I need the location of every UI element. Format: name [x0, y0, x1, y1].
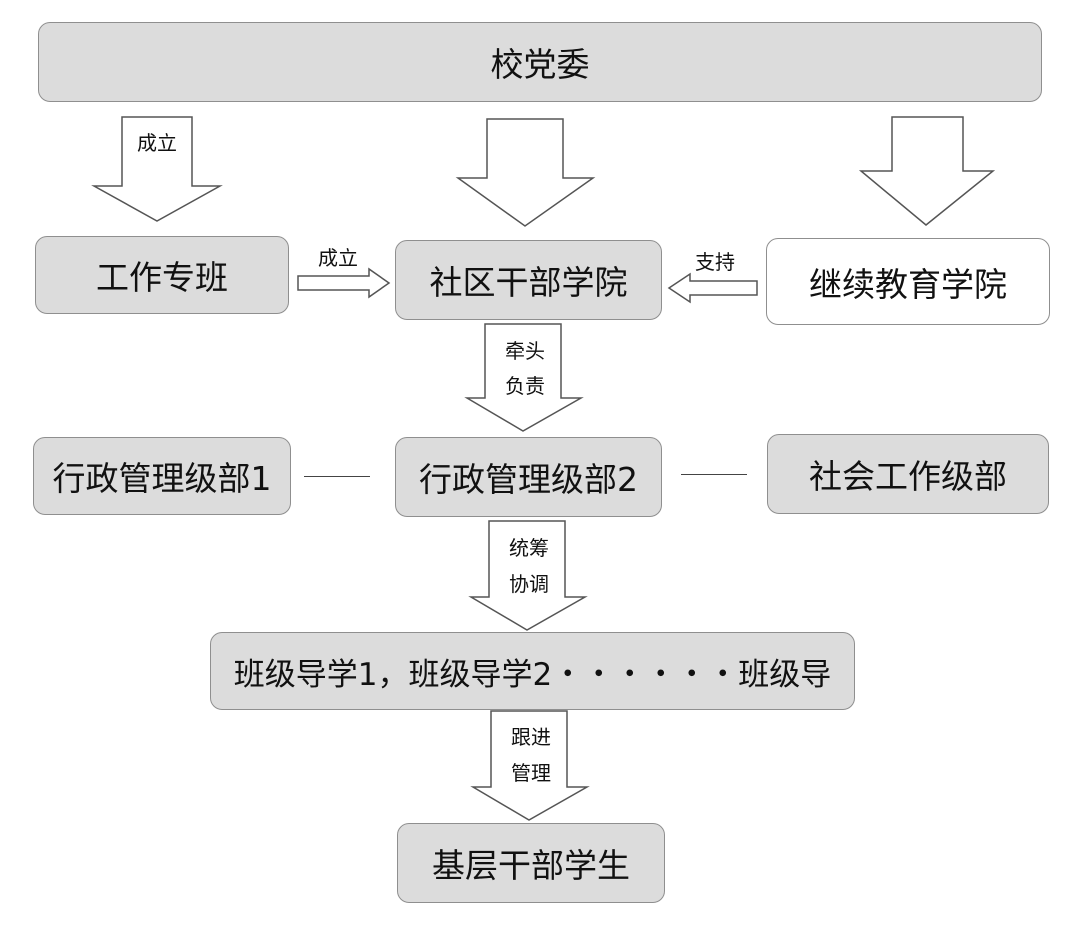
left-arrow-support — [667, 272, 758, 304]
continuing-education-college-box: 继续教育学院 — [766, 238, 1050, 325]
community-cadre-college-label: 社区干部学院 — [429, 263, 628, 302]
down-arrow-follow-up — [470, 710, 590, 821]
social-work-dept-box: 社会工作级部 — [767, 434, 1049, 514]
down-arrow-to-community-college — [455, 118, 596, 227]
edge-label-lead-responsible-1: 牵头 — [505, 339, 545, 363]
admin-dept-2-box: 行政管理级部2 — [395, 437, 662, 517]
class-tutors-box: 班级导学1，班级导学2・・・・・・班级导 — [210, 632, 855, 710]
edge-label-establish-college: 成立 — [318, 246, 358, 270]
edge-label-follow-up-2: 管理 — [511, 761, 551, 785]
edge-label-follow-up-1: 跟进 — [511, 725, 551, 749]
party-committee-label: 校党委 — [490, 45, 590, 84]
grassroots-students-label: 基层干部学生 — [432, 846, 630, 885]
down-arrow-coordinate — [468, 520, 588, 631]
down-arrow-to-continuing-education — [858, 116, 996, 226]
right-arrow-establish-college — [297, 267, 391, 299]
down-arrow-lead-responsible — [464, 323, 584, 432]
grassroots-students-box: 基层干部学生 — [397, 823, 665, 903]
class-tutors-label: 班级导学1，班级导学2・・・・・・班级导 — [233, 656, 832, 693]
edge-label-coordinate-2: 协调 — [509, 572, 549, 596]
social-work-dept-label: 社会工作级部 — [809, 457, 1007, 496]
edge-label-support: 支持 — [695, 250, 735, 274]
party-committee-box: 校党委 — [38, 22, 1042, 102]
connector-line-right — [681, 474, 747, 475]
down-arrow-establish-task-force — [91, 116, 223, 222]
task-force-label: 工作专班 — [96, 258, 228, 297]
admin-dept-2-label: 行政管理级部2 — [419, 460, 638, 499]
edge-label-establish-task-force: 成立 — [137, 131, 177, 155]
admin-dept-1-box: 行政管理级部1 — [33, 437, 291, 515]
task-force-box: 工作专班 — [35, 236, 289, 314]
admin-dept-1-label: 行政管理级部1 — [52, 459, 272, 498]
connector-line-left — [304, 476, 370, 477]
edge-label-lead-responsible-2: 负责 — [505, 374, 545, 398]
continuing-education-college-label: 继续教育学院 — [809, 264, 1007, 304]
community-cadre-college-box: 社区干部学院 — [395, 240, 662, 320]
edge-label-coordinate-1: 统筹 — [509, 536, 549, 560]
